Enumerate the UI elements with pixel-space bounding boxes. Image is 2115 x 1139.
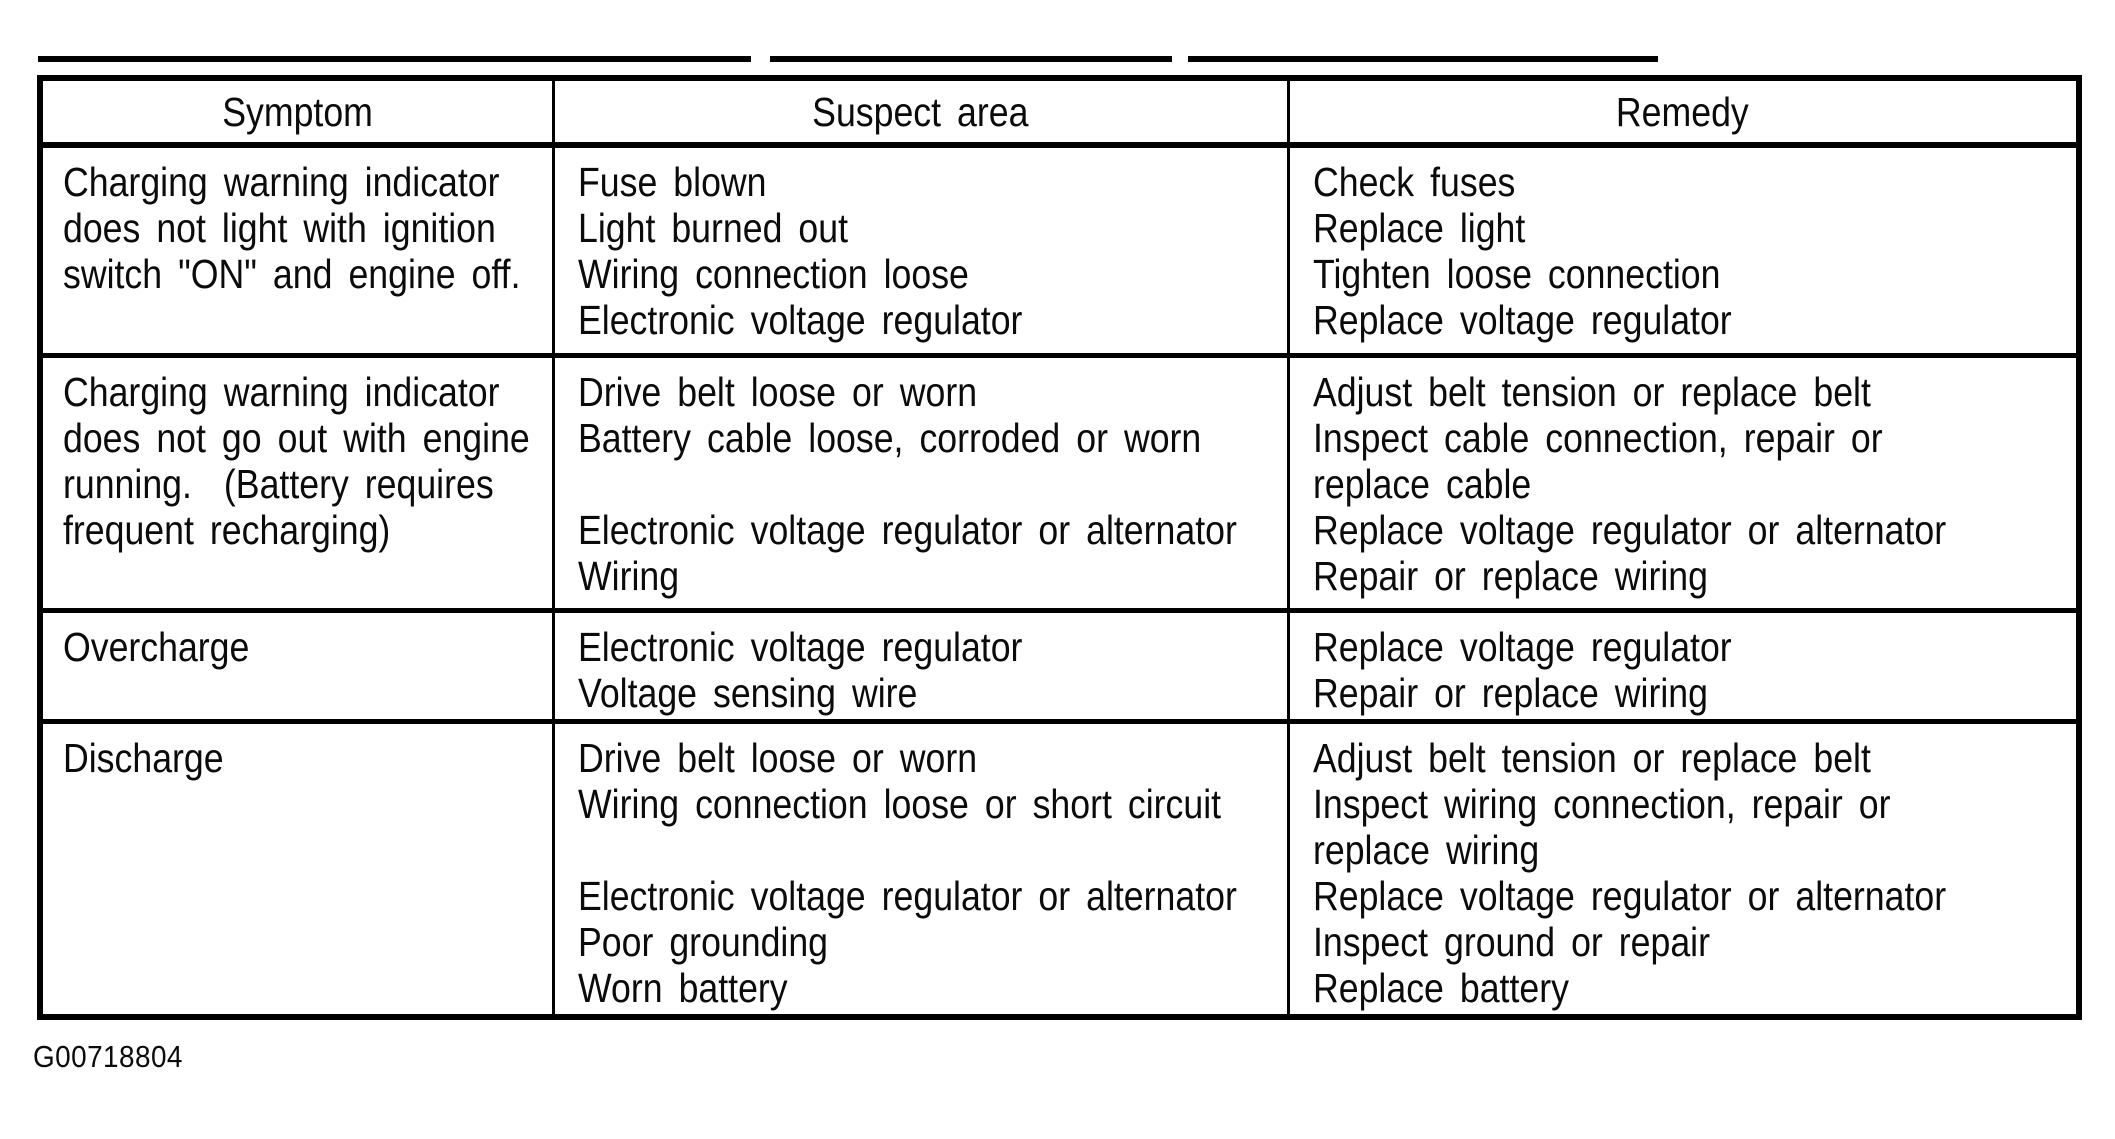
cell-symptom: Charging warning indicator does not go o… <box>38 352 555 613</box>
cell-symptom: Discharge <box>38 718 555 1020</box>
cell-suspect-area: Drive belt loose or worn Wiring connecti… <box>551 718 1290 1020</box>
cell-symptom: Charging warning indicator does not ligh… <box>38 142 555 358</box>
symptom-text: Discharge <box>63 734 224 781</box>
remedy-text: Adjust belt tension or replace belt Insp… <box>1312 734 1946 1011</box>
remedy-text: Replace voltage regulator Repair or repl… <box>1312 623 1732 716</box>
column-header-remedy-label: Remedy <box>1616 88 1750 135</box>
scan-artifact-line <box>38 56 1658 62</box>
column-header-remedy: Remedy <box>1286 75 2081 148</box>
table-row: Overcharge Electronic voltage regulator … <box>38 607 2081 724</box>
cell-suspect-area: Fuse blown Light burned out Wiring conne… <box>551 142 1290 358</box>
figure-code-label: G00718804 <box>33 1039 183 1074</box>
table-row: Charging warning indicator does not ligh… <box>38 142 2081 358</box>
table-row: Charging warning indicator does not go o… <box>38 352 2081 613</box>
cell-suspect-area: Electronic voltage regulator Voltage sen… <box>551 607 1290 724</box>
cell-suspect-area: Drive belt loose or worn Battery cable l… <box>551 352 1290 613</box>
column-header-symptom: Symptom <box>38 75 555 148</box>
cell-remedy: Replace voltage regulator Repair or repl… <box>1286 607 2081 724</box>
suspect-area-text: Drive belt loose or worn Wiring connecti… <box>577 734 1237 1011</box>
symptom-text: Charging warning indicator does not go o… <box>63 368 530 553</box>
column-header-suspect-area: Suspect area <box>551 75 1290 148</box>
symptom-text: Overcharge <box>63 623 250 670</box>
suspect-area-text: Fuse blown Light burned out Wiring conne… <box>577 159 1022 343</box>
cell-remedy: Adjust belt tension or replace belt Insp… <box>1286 718 2081 1020</box>
cell-remedy: Adjust belt tension or replace belt Insp… <box>1286 352 2081 613</box>
remedy-text: Adjust belt tension or replace belt Insp… <box>1312 368 1946 599</box>
column-header-suspect-area-label: Suspect area <box>812 88 1029 135</box>
suspect-area-text: Electronic voltage regulator Voltage sen… <box>577 623 1022 716</box>
charging-troubleshooting-table: Symptom Suspect area Remedy Charging war… <box>37 75 2082 1020</box>
table-row: Discharge Drive belt loose or worn Wirin… <box>38 718 2081 1020</box>
cell-remedy: Check fuses Replace light Tighten loose … <box>1286 142 2081 358</box>
remedy-text: Check fuses Replace light Tighten loose … <box>1312 159 1732 343</box>
suspect-area-text: Drive belt loose or worn Battery cable l… <box>577 368 1237 599</box>
symptom-text: Charging warning indicator does not ligh… <box>63 159 521 297</box>
table-header-row: Symptom Suspect area Remedy <box>38 75 2081 148</box>
column-header-symptom-label: Symptom <box>221 88 373 135</box>
cell-symptom: Overcharge <box>38 607 555 724</box>
